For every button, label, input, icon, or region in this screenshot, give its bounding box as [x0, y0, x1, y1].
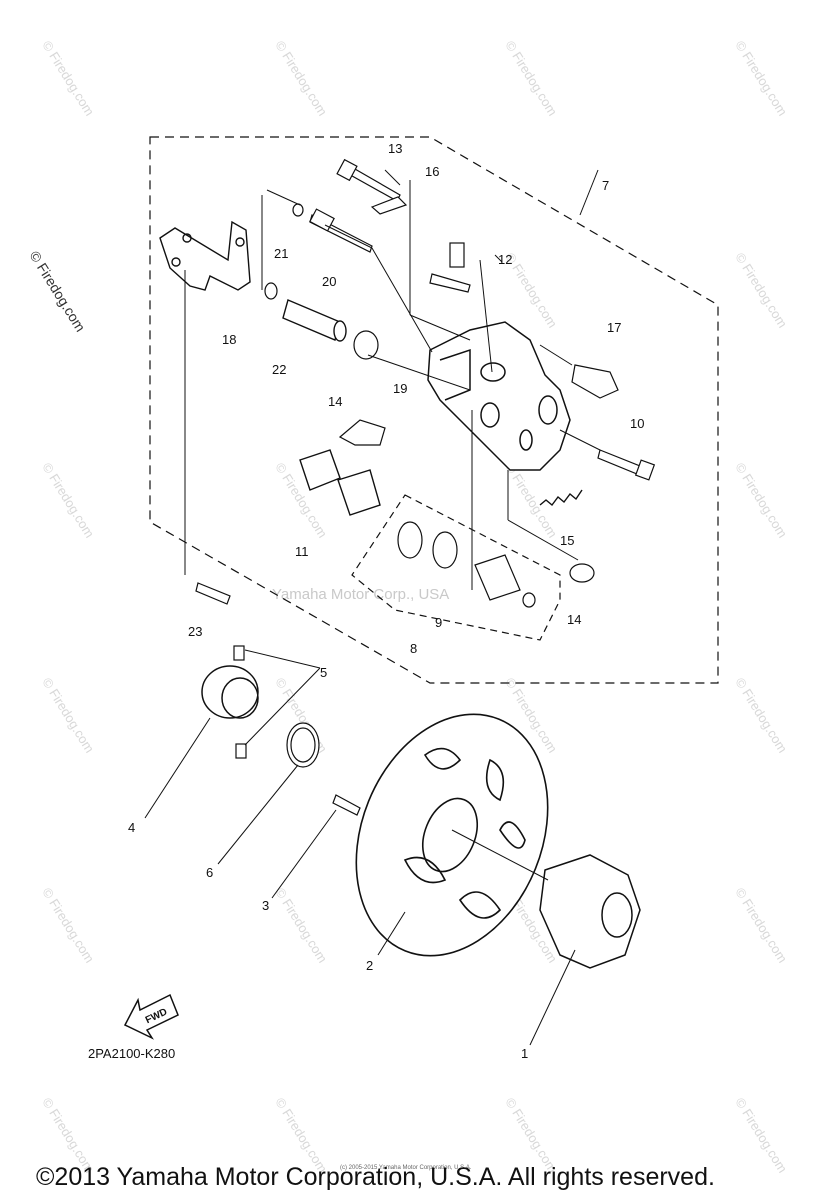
part-label-22: 22 [272, 362, 286, 377]
small-copyright: (c) 2005-2015 Yamaha Motor Corporation, … [340, 1165, 472, 1171]
part-label-5: 5 [320, 665, 327, 680]
part-label-8: 8 [410, 641, 417, 656]
part-label-16: 16 [425, 164, 439, 179]
part-label-7: 7 [602, 178, 609, 193]
part-label-3: 3 [262, 898, 269, 913]
rear-hub [539, 854, 641, 969]
boot-14a [353, 330, 379, 360]
pin-17 [571, 364, 619, 399]
copyright-notice: ©2013 Yamaha Motor Corporation, U.S.A. A… [36, 1163, 715, 1191]
part-label-13: 13 [388, 141, 402, 156]
washer-21 [292, 203, 304, 217]
caliper-bracket [159, 220, 251, 291]
part-label-14-bottom: 14 [567, 612, 581, 627]
part-label-17: 17 [607, 320, 621, 335]
part-label-19: 19 [393, 381, 407, 396]
part-label-1: 1 [521, 1046, 528, 1061]
washer-18 [264, 282, 278, 300]
piston-seals-9 [397, 521, 458, 569]
part-label-23: 23 [188, 624, 202, 639]
boot-14b [569, 563, 595, 583]
part-label-14-top: 14 [328, 394, 342, 409]
washer-6 [286, 722, 320, 768]
pin-20 [309, 208, 373, 253]
pad-support-19 [338, 419, 386, 446]
brake-disc [355, 713, 549, 957]
seal-kit-outline [351, 494, 561, 641]
bolt-10 [597, 449, 656, 481]
part-label-21: 21 [274, 246, 288, 261]
part-label-10: 10 [630, 416, 644, 431]
part-label-4: 4 [128, 820, 135, 835]
part-label-2: 2 [366, 958, 373, 973]
hub-nut-4 [201, 665, 259, 719]
clip-16 [370, 196, 408, 215]
fwd-arrow-icon [123, 993, 179, 1040]
set-screw-5a [233, 645, 245, 661]
part-label-12: 12 [498, 252, 512, 267]
slide-pin-22 [282, 299, 347, 342]
part-label-11: 11 [295, 544, 309, 559]
spring-15 [539, 489, 583, 507]
set-screw-5b [235, 743, 247, 759]
part-label-9: 9 [435, 615, 442, 630]
brake-pads-11 [299, 449, 381, 516]
caliper-body [427, 321, 571, 471]
bolt-3 [332, 794, 361, 816]
diagram-code: 2PA2100-K280 [88, 1046, 176, 1061]
center-watermark: Yamaha Motor Corp., USA [272, 586, 450, 603]
piston [474, 554, 536, 608]
leader-lines [144, 169, 601, 1046]
part-label-6: 6 [206, 865, 213, 880]
part-label-15: 15 [560, 533, 574, 548]
part-label-18: 18 [222, 332, 236, 347]
caliper-assembly-outline [149, 136, 719, 684]
bolt-23 [195, 582, 231, 605]
bolt-13 [336, 158, 401, 202]
part-label-20: 20 [322, 274, 336, 289]
bleeder-12 [429, 242, 471, 293]
